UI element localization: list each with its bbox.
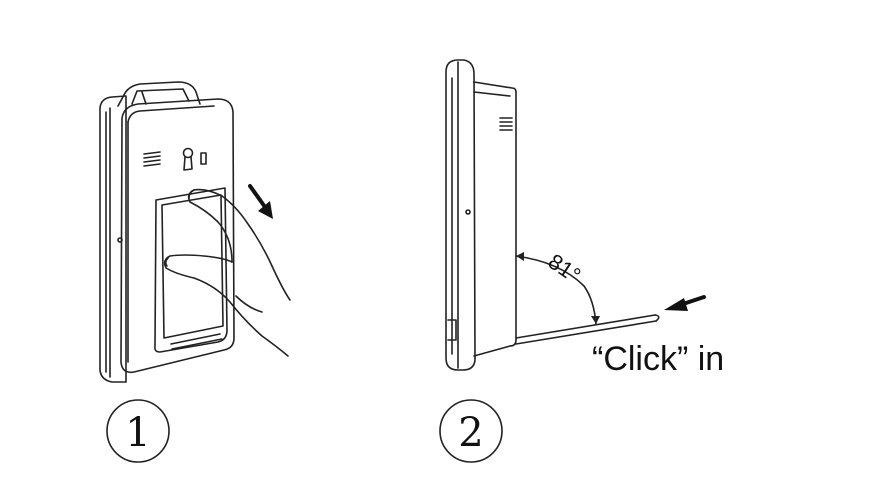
step-2-illustration	[445, 59, 660, 371]
step-1-badge: 1	[106, 399, 170, 463]
arrow-left-icon	[664, 295, 706, 311]
arrow-down-right-icon	[248, 184, 273, 219]
step-1-illustration	[99, 81, 291, 383]
step-2-number: 2	[458, 410, 483, 456]
click-in-label: “Click” in	[592, 340, 724, 378]
step-2-badge: 2	[439, 399, 503, 463]
step-1-number: 1	[125, 410, 150, 456]
